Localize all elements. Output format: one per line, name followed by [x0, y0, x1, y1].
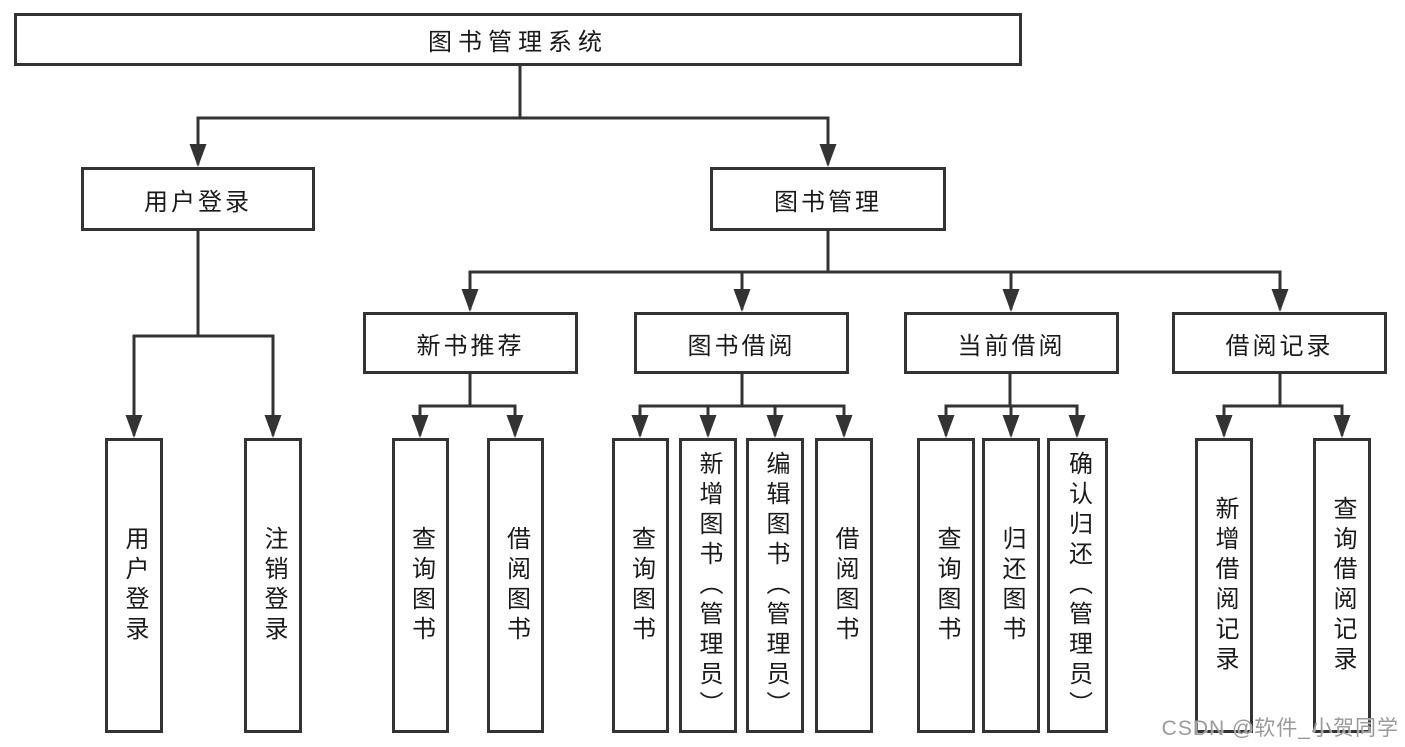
node-logout-action: 注销登录: [244, 438, 302, 733]
node-label: 新书推荐: [416, 332, 525, 360]
arrowhead-icon: [1068, 415, 1086, 438]
arrowhead-icon: [733, 289, 751, 312]
arrowhead-icon: [819, 144, 837, 167]
node-label: 新增借阅记录: [1211, 495, 1238, 676]
node-query-books-borrowing: 查询图书: [612, 438, 669, 733]
arrowhead-icon: [411, 415, 429, 438]
node-query-books-recommend: 查询图书: [392, 438, 449, 733]
node-borrow-books-recommend: 借阅图书: [487, 438, 544, 733]
connector-path: [132, 229, 275, 436]
connector-from-book-borrowing: [631, 372, 853, 438]
connector-path: [418, 372, 517, 436]
arrowhead-icon: [766, 415, 784, 438]
arrowhead-icon: [264, 415, 282, 438]
arrowhead-icon: [1333, 415, 1351, 438]
node-book-borrowing: 图书借阅: [634, 312, 849, 374]
arrowhead-icon: [631, 415, 649, 438]
node-label: 图书借阅: [687, 332, 796, 360]
node-label: 查询图书: [407, 525, 435, 646]
connector-path: [1222, 372, 1344, 436]
arrowhead-icon: [835, 415, 853, 438]
node-borrow-books-borrowing: 借阅图书: [815, 438, 873, 733]
arrowhead-icon: [937, 415, 955, 438]
node-label: 借阅图书: [502, 525, 530, 646]
arrowhead-icon: [506, 415, 524, 438]
node-label: 图书管理系统: [428, 29, 608, 56]
node-query-borrow-record: 查询借阅记录: [1313, 438, 1371, 733]
node-label: 用户登录: [144, 188, 252, 216]
connector-path: [468, 229, 1282, 310]
arrowhead-icon: [699, 415, 717, 438]
arrowhead-icon: [189, 144, 207, 167]
node-borrowing-records: 借阅记录: [1172, 312, 1387, 374]
connector-from-borrowing-records: [1215, 372, 1351, 438]
node-confirm-return-admin: 确认归还（管理员）: [1047, 438, 1108, 733]
node-label: 新增图书（管理员）: [695, 450, 722, 721]
arrowhead-icon: [1215, 415, 1233, 438]
node-label: 查询借阅记录: [1329, 495, 1356, 676]
node-label: 借阅图书: [831, 525, 858, 646]
watermark: CSDN @软件_小贺同学: [1161, 717, 1399, 740]
arrowhead-icon: [461, 289, 479, 312]
arrowhead-icon: [1002, 415, 1020, 438]
node-label: 借阅记录: [1225, 332, 1334, 360]
node-label: 归还图书: [998, 525, 1025, 646]
node-current-borrowing: 当前借阅: [904, 312, 1119, 374]
connector-from-new-book-recommend: [411, 372, 524, 438]
node-return-books: 归还图书: [982, 438, 1040, 733]
node-query-books-current: 查询图书: [917, 438, 975, 733]
connector-path: [944, 372, 1079, 436]
arrowhead-icon: [125, 415, 143, 438]
node-add-books-admin: 新增图书（管理员）: [679, 438, 737, 733]
connector-path: [638, 372, 846, 436]
node-book-management: 图书管理: [710, 167, 946, 231]
node-label: 确认归还（管理员）: [1064, 450, 1092, 721]
connector-from-library-management-system: [189, 64, 837, 167]
node-label: 用户登录: [121, 525, 148, 646]
node-user-login: 用户登录: [81, 167, 315, 231]
node-library-management-system: 图书管理系统: [14, 13, 1022, 66]
node-add-borrow-record: 新增借阅记录: [1195, 438, 1253, 733]
arrowhead-icon: [1002, 289, 1020, 312]
node-label: 查询图书: [933, 525, 960, 646]
node-label: 注销登录: [260, 525, 287, 646]
node-new-book-recommend: 新书推荐: [363, 312, 578, 374]
node-label: 当前借阅: [957, 332, 1066, 360]
node-label: 图书管理: [774, 188, 882, 216]
connector-from-current-borrowing: [937, 372, 1086, 438]
node-user-login-action: 用户登录: [105, 438, 163, 733]
connector-from-user-login: [125, 229, 282, 438]
connector-from-book-management: [461, 229, 1289, 312]
arrowhead-icon: [1271, 289, 1289, 312]
node-label: 查询图书: [627, 525, 655, 646]
connector-path: [196, 64, 830, 165]
node-label: 编辑图书（管理员）: [762, 450, 789, 721]
node-edit-books-admin: 编辑图书（管理员）: [746, 438, 804, 733]
